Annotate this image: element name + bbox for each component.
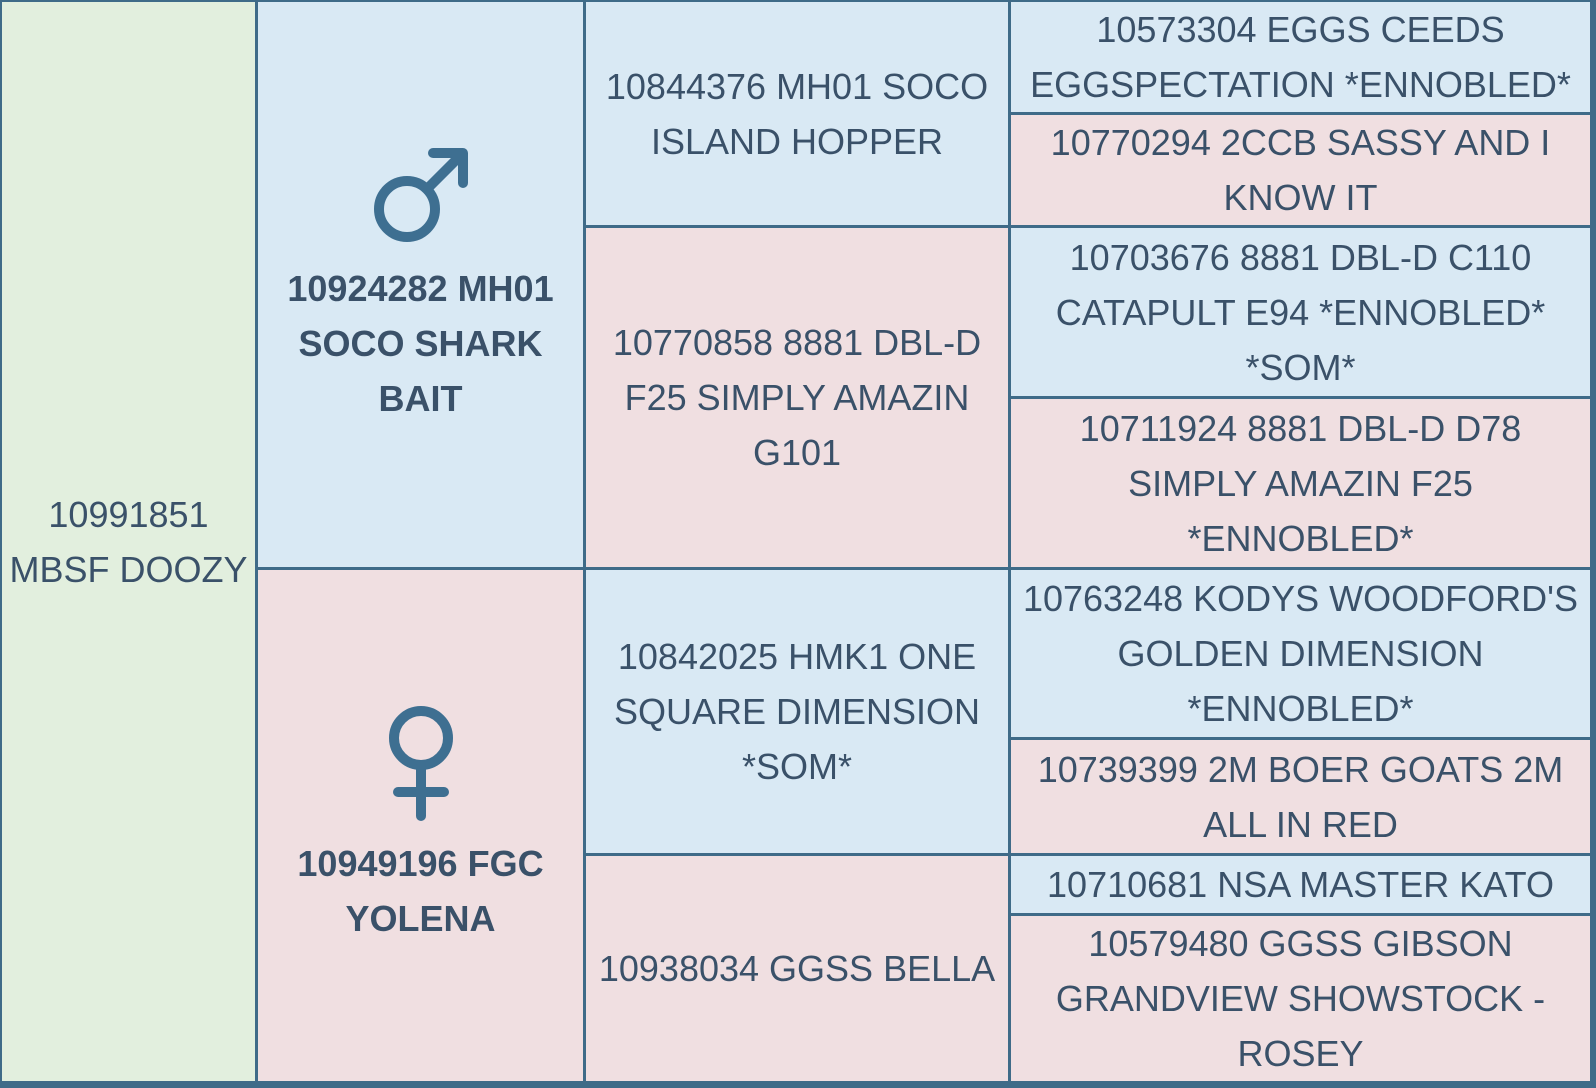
- dam-dam-dam-label: 10579480 GGSS GIBSON GRANDVIEW SHOWSTOCK…: [1055, 923, 1546, 1074]
- sire-sire-sire-cell[interactable]: 10573304 EGGS CEEDS EGGSPECTATION *ENNOB…: [1011, 2, 1590, 112]
- subject-label: 10991851 MBSF DOOZY: [9, 493, 248, 590]
- dam-sire-cell[interactable]: 10842025 HMK1 ONE SQUARE DIMENSION *SOM*: [586, 570, 1008, 853]
- dam-label: 10949196 FGC YOLENA: [297, 842, 544, 939]
- sire-dam-sire-label: 10703676 8881 DBL-D C110 CATAPULT E94 *E…: [1055, 236, 1546, 388]
- sire-sire-label: 10844376 MH01 SOCO ISLAND HOPPER: [605, 65, 989, 162]
- female-icon: [379, 705, 463, 822]
- dam-dam-dam-cell[interactable]: 10579480 GGSS GIBSON GRANDVIEW SHOWSTOCK…: [1011, 916, 1590, 1081]
- dam-sire-dam-cell[interactable]: 10739399 2M BOER GOATS 2M ALL IN RED: [1011, 740, 1590, 853]
- sire-dam-dam-cell[interactable]: 10711924 8881 DBL-D D78 SIMPLY AMAZIN F2…: [1011, 399, 1590, 567]
- dam-dam-sire-cell[interactable]: 10710681 NSA MASTER KATO: [1011, 856, 1590, 913]
- sire-dam-label: 10770858 8881 DBL-D F25 SIMPLY AMAZIN G1…: [612, 322, 982, 473]
- sire-label: 10924282 MH01 SOCO SHARK BAIT: [287, 268, 554, 419]
- dam-sire-label: 10842025 HMK1 ONE SQUARE DIMENSION *SOM*: [613, 636, 981, 787]
- dam-sire-dam-label: 10739399 2M BOER GOATS 2M ALL IN RED: [1037, 748, 1564, 845]
- sire-dam-dam-label: 10711924 8881 DBL-D D78 SIMPLY AMAZIN F2…: [1079, 407, 1522, 559]
- sire-sire-cell[interactable]: 10844376 MH01 SOCO ISLAND HOPPER: [586, 2, 1008, 225]
- dam-sire-sire-cell[interactable]: 10763248 KODYS WOODFORD'S GOLDEN DIMENSI…: [1011, 570, 1590, 737]
- dam-cell[interactable]: 10949196 FGC YOLENA: [258, 570, 583, 1081]
- subject-cell[interactable]: 10991851 MBSF DOOZY: [2, 2, 255, 1081]
- dam-sire-sire-label: 10763248 KODYS WOODFORD'S GOLDEN DIMENSI…: [1022, 578, 1579, 729]
- sire-sire-dam-cell[interactable]: 10770294 2CCB SASSY AND I KNOW IT: [1011, 115, 1590, 225]
- dam-dam-label: 10938034 GGSS BELLA: [598, 948, 996, 989]
- dam-dam-cell[interactable]: 10938034 GGSS BELLA: [586, 856, 1008, 1081]
- sire-sire-dam-label: 10770294 2CCB SASSY AND I KNOW IT: [1050, 122, 1551, 218]
- dam-dam-sire-label: 10710681 NSA MASTER KATO: [1047, 864, 1554, 905]
- male-icon: [369, 143, 473, 247]
- sire-cell[interactable]: 10924282 MH01 SOCO SHARK BAIT: [258, 2, 583, 567]
- sire-sire-sire-label: 10573304 EGGS CEEDS EGGSPECTATION *ENNOB…: [1030, 9, 1571, 105]
- sire-dam-sire-cell[interactable]: 10703676 8881 DBL-D C110 CATAPULT E94 *E…: [1011, 228, 1590, 396]
- sire-dam-cell[interactable]: 10770858 8881 DBL-D F25 SIMPLY AMAZIN G1…: [586, 228, 1008, 567]
